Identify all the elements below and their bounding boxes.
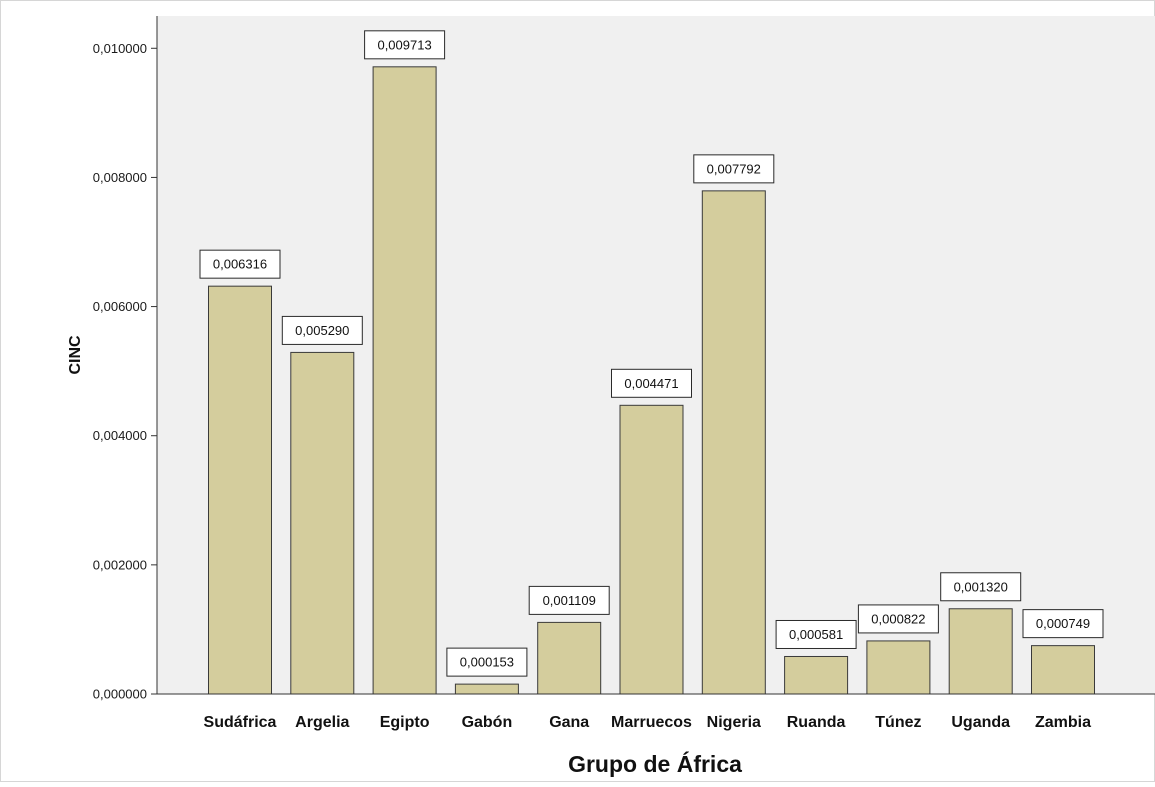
bar: [537, 621, 602, 695]
data-label: 0,000749: [1036, 616, 1090, 631]
x-axis: Sudáfrica Argelia Egipto Gabón Gana Marruecos…: [157, 693, 1155, 731]
bar: [372, 66, 437, 695]
data-label-box: [281, 315, 363, 345]
y-tick-label: 0,002000: [93, 557, 147, 572]
x-tick-label: Ruanda: [787, 714, 846, 731]
data-label: 0,001109: [543, 593, 596, 608]
x-tick-label: Zambia: [1035, 714, 1091, 731]
x-tick-label: Nigeria: [707, 714, 761, 731]
data-label: 0,001320: [954, 579, 1008, 594]
x-axis-title: Grupo de África: [568, 750, 742, 777]
data-label-box: [446, 647, 528, 677]
y-tick-label: 0,000000: [93, 687, 147, 702]
x-tick-label: Argelia: [295, 714, 349, 731]
bar: [1031, 645, 1095, 695]
data-label-box: [611, 368, 692, 398]
data-label-box: [199, 249, 281, 279]
data-label: 0,006316: [213, 257, 267, 272]
y-axis: 0,000000 0,002000 0,004000 0,006000 0,008000…: [93, 16, 158, 702]
bar: [701, 190, 766, 695]
data-label-box: [775, 619, 857, 649]
data-label: 0,000581: [789, 627, 843, 642]
x-tick-label: Uganda: [951, 714, 1010, 731]
data-labels-group: 0,006316 0,005290 0,009713 0,000153 0,001109…: [199, 30, 1104, 677]
data-label: 0,004471: [624, 376, 678, 391]
x-tick-label: Egipto: [380, 714, 430, 731]
x-tick-label: Gana: [549, 714, 589, 731]
data-label: 0,007792: [707, 161, 761, 176]
y-tick-label: 0,010000: [93, 41, 147, 56]
bars-group: [208, 66, 1095, 695]
data-label-box: [693, 154, 775, 184]
data-label-box: [528, 585, 610, 615]
data-label-box: [857, 604, 939, 634]
x-tick-label: Marruecos: [611, 714, 692, 731]
bar: [208, 285, 272, 695]
data-label: 0,009713: [377, 37, 431, 52]
data-label-box: [1022, 609, 1104, 639]
x-tick-label: Sudáfrica: [204, 714, 277, 731]
bar: [784, 655, 849, 695]
data-label-box: [940, 572, 1022, 602]
y-axis-title: CINC: [67, 335, 84, 375]
y-tick-label: 0,004000: [93, 428, 147, 443]
x-tick-label: Túnez: [875, 714, 921, 731]
x-tick-label: Gabón: [462, 714, 513, 731]
bar: [866, 640, 931, 695]
bar: [290, 351, 355, 695]
bar: [619, 404, 684, 695]
y-tick-label: 0,006000: [93, 299, 147, 314]
data-label: 0,000153: [460, 655, 514, 670]
data-label-box: [364, 30, 446, 60]
bar: [454, 683, 519, 695]
bar: [948, 608, 1013, 695]
data-label: 0,000822: [871, 611, 925, 626]
data-label: 0,005290: [295, 323, 349, 338]
y-tick-label: 0,008000: [93, 170, 147, 185]
